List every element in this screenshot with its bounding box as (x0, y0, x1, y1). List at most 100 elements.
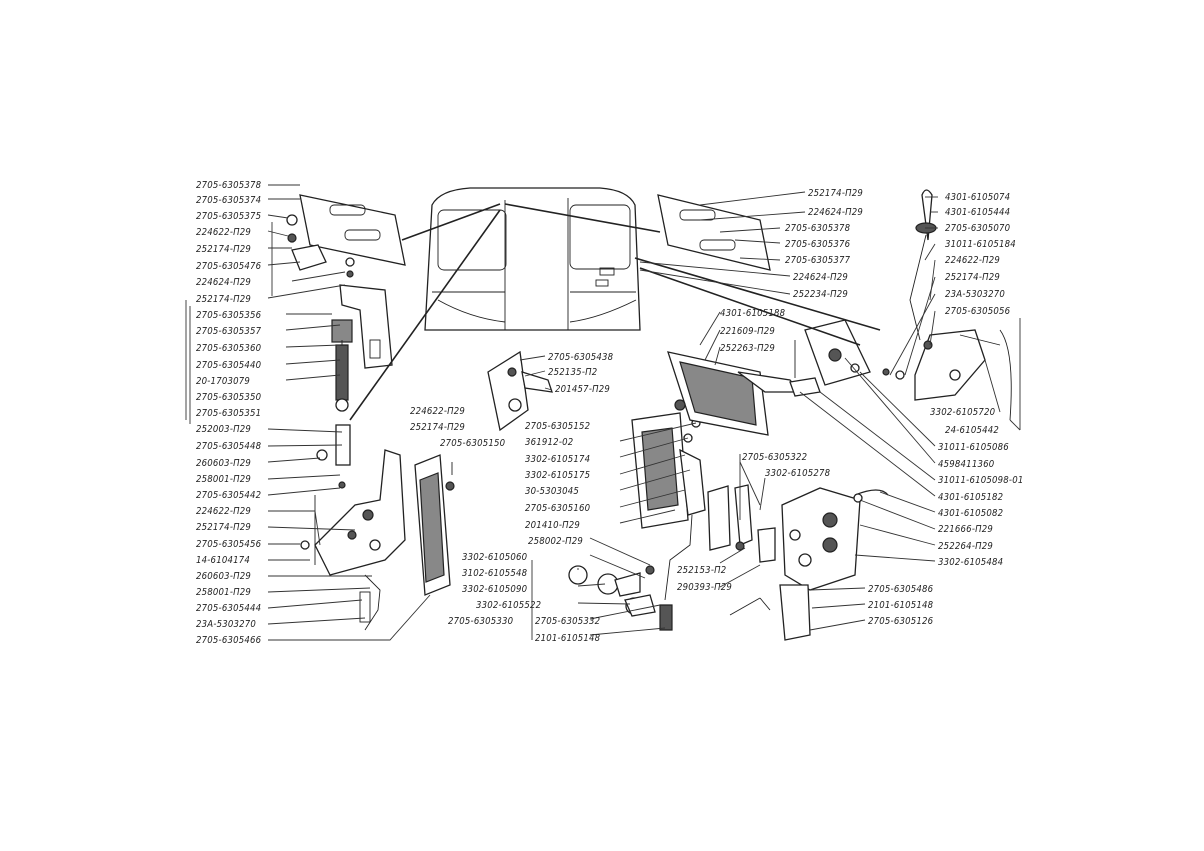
part-label: 252174-П29 (808, 188, 863, 199)
part-label: 4598411360 (938, 459, 995, 470)
part-label: 224622-П29 (410, 406, 465, 417)
part-label: 252174-П29 (945, 272, 1000, 283)
part-label: 23А-5303270 (196, 619, 256, 630)
bolt-parts-upper-left (286, 214, 355, 278)
part-label: 3302-6105278 (765, 468, 831, 479)
part-label: 2705-6305070 (945, 223, 1011, 234)
part-label: 31011-6105086 (938, 442, 1009, 453)
part-label: 252174-П29 (410, 422, 465, 433)
part-label: 252174-П29 (196, 522, 251, 533)
part-labels-far-right: 4301-6105074 4301-6105444 2705-6305070 3… (930, 192, 1023, 568)
part-label: 3302-6105720 (930, 407, 996, 418)
part-label: 3302-6105175 (525, 470, 590, 481)
part-label: 258002-П29 (528, 536, 583, 547)
hinge-plate-right (504, 194, 771, 271)
part-label: 30-5303045 (525, 486, 579, 497)
right-lock-mechanism (729, 487, 889, 641)
part-label: 2705-6305375 (196, 211, 261, 222)
part-label: 252174-П29 (196, 244, 251, 255)
part-label: 252264-П29 (938, 541, 993, 552)
part-label: 2705-6305330 (448, 616, 514, 627)
part-label: 2705-6305448 (196, 441, 262, 452)
part-label: 221666-П29 (938, 524, 993, 535)
part-label: 2705-6305376 (785, 239, 851, 250)
part-label: 2705-6305438 (548, 352, 614, 363)
part-label: 224624-П29 (808, 207, 863, 218)
part-labels-center: 2705-6305438 252135-П2 201457-П29 224622… (410, 308, 934, 644)
left-inner-handle (414, 454, 455, 596)
part-label: 2705-6305377 (785, 255, 851, 266)
part-label: 2705-6305351 (196, 408, 261, 419)
part-label: 2705-6305126 (868, 616, 934, 627)
part-label: 201457-П29 (555, 384, 610, 395)
part-label: 224622-П29 (945, 255, 1000, 266)
part-label: 258001-П29 (196, 474, 251, 485)
part-label: 260603-П29 (196, 571, 251, 582)
part-label: 2705-6305378 (196, 180, 262, 191)
part-label: 4301-6105444 (945, 207, 1010, 218)
part-label: 23А-5303270 (945, 289, 1005, 300)
part-label: 252153-П2 (677, 565, 726, 576)
part-label: 224624-П29 (196, 277, 251, 288)
part-label: 252234-П29 (793, 289, 848, 300)
part-label: 2705-6305444 (196, 603, 261, 614)
part-label: 2705-6305466 (196, 635, 262, 646)
part-label: 2705-6305150 (440, 438, 506, 449)
part-label: 258001-П29 (196, 587, 251, 598)
part-label: 2705-6305440 (196, 360, 262, 371)
part-label: 2705-6305456 (196, 539, 262, 550)
part-labels-top-right: 252174-П29 224624-П29 2705-6305378 2705-… (785, 188, 863, 300)
part-label: 4301-6105182 (938, 492, 1003, 503)
right-bracket-rod (882, 189, 1012, 421)
leader-lines (185, 184, 1021, 641)
part-label: 3302-6105522 (476, 600, 541, 611)
part-label: 31011-6105098-01 (938, 475, 1023, 486)
center-latch-plates (707, 484, 776, 563)
part-label: 252263-П29 (720, 343, 775, 354)
part-label: 260603-П29 (196, 458, 251, 469)
left-lock-assembly (300, 449, 406, 631)
part-label: 224622-П29 (196, 506, 251, 517)
part-label: 201410-П29 (525, 520, 580, 531)
lock-cylinder-parts (568, 565, 656, 617)
part-label: 14-6104174 (196, 555, 250, 566)
part-label: 2705-6305152 (525, 421, 590, 432)
part-label: 4301-6105188 (720, 308, 786, 319)
part-label: 290393-П29 (677, 582, 732, 593)
part-label: 20-1703079 (196, 376, 250, 387)
inner-handle-plate (667, 351, 802, 436)
part-label: 252174-П29 (196, 294, 251, 305)
part-label: 252003-П29 (196, 424, 251, 435)
part-label: 2705-6305056 (945, 306, 1011, 317)
part-label: 2705-6305374 (196, 195, 261, 206)
part-label: 31011-6105184 (945, 239, 1016, 250)
part-label: 2705-6305442 (196, 490, 261, 501)
part-label: 2705-6305378 (785, 223, 851, 234)
part-label: 3302-6105060 (462, 552, 528, 563)
label-group-brackets (189, 222, 1021, 640)
part-label: 24-6105442 (945, 425, 999, 436)
part-label: 2705-6305476 (196, 261, 262, 272)
part-labels-left: 2705-6305378 2705-6305374 2705-6305375 2… (196, 180, 262, 646)
part-label: 2705-6305350 (196, 392, 262, 403)
part-label: 3302-6105174 (525, 454, 590, 465)
part-label: 2705-6305332 (535, 616, 600, 627)
part-label: 2705-6305356 (196, 310, 262, 321)
van-rear-view (424, 187, 641, 331)
part-label: 252135-П2 (548, 367, 597, 378)
part-label: 2101-6105148 (535, 633, 601, 644)
part-label: 221609-П29 (720, 326, 775, 337)
part-label: 224624-П29 (793, 272, 848, 283)
hinge-plate-left (299, 194, 501, 266)
part-label: 2705-6305160 (525, 503, 591, 514)
part-label: 2705-6305322 (742, 452, 807, 463)
part-label: 3302-6105484 (938, 557, 1003, 568)
part-label: 224622-П29 (196, 227, 251, 238)
part-label: 3102-6105548 (462, 568, 528, 579)
part-label: 2101-6105148 (868, 600, 934, 611)
part-label: 2705-6305357 (196, 326, 262, 337)
part-label: 3302-6105090 (462, 584, 528, 595)
part-label: 2705-6305486 (868, 584, 934, 595)
center-bracket-bolt (487, 350, 553, 432)
